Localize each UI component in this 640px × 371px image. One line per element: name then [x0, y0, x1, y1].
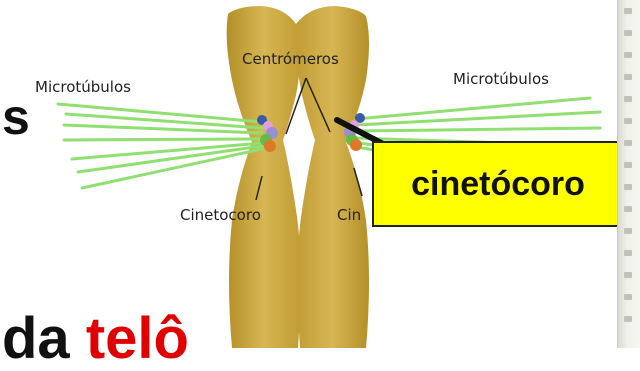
border-notch: [624, 30, 632, 36]
bottom-text-red: telô: [86, 306, 189, 371]
cinetocoro-left-label: Cinetocoro: [180, 208, 261, 223]
bottom-text-dark: da: [2, 306, 70, 371]
microtubulos-left-label: Microtúbulos: [35, 80, 131, 95]
border-notch: [624, 162, 632, 168]
border-notch: [624, 184, 632, 190]
border-notch: [624, 206, 632, 212]
border-notch: [624, 228, 632, 234]
left-microtubules: [58, 104, 262, 188]
microtubulos-right-label: Microtúbulos: [453, 72, 549, 87]
bottom-partial-text: da telô: [2, 310, 189, 368]
partial-title-letter: s: [2, 92, 30, 142]
cinetocoro-right-label: Cin: [337, 208, 361, 223]
centromeros-label: Centrómeros: [242, 52, 339, 67]
border-notch: [624, 316, 632, 322]
border-notch: [624, 250, 632, 256]
border-notch: [624, 118, 632, 124]
slide-right-border: [617, 0, 640, 348]
border-notch: [624, 140, 632, 146]
border-notch: [624, 272, 632, 278]
border-notch: [624, 74, 632, 80]
border-notch: [624, 8, 632, 14]
border-notch: [624, 52, 632, 58]
cinetocoro-callout: cinetócoro: [372, 141, 624, 227]
border-notch: [624, 294, 632, 300]
border-notch: [624, 96, 632, 102]
